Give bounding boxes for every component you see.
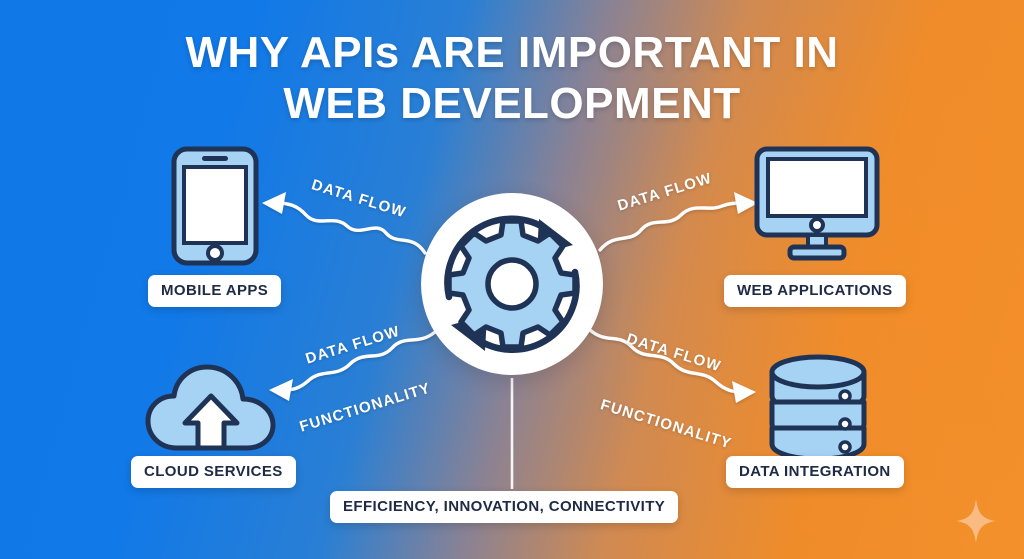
page-title: WHY APIs ARE IMPORTANT IN WEB DEVELOPMEN… — [0, 28, 1024, 129]
node-label-data-integration: DATA INTEGRATION — [726, 456, 904, 488]
flow-path-bottom-right — [588, 328, 744, 394]
flow-path-bottom-left — [281, 330, 437, 392]
four-point-star-icon — [956, 499, 996, 543]
page-title-line-2: WEB DEVELOPMENT — [283, 78, 741, 128]
gear-refresh-cycle-icon — [444, 215, 580, 353]
page-title-line-1: WHY APIs ARE IMPORTANT IN — [185, 28, 839, 77]
database-icon — [769, 354, 867, 462]
arrowhead-cloud — [269, 379, 293, 401]
node-label-mobile-apps: MOBILE APPS — [148, 275, 282, 307]
flow-path-top-right — [598, 201, 746, 252]
desktop-monitor-icon — [754, 146, 880, 261]
arrowhead-monitor — [734, 192, 758, 214]
central-api-hub — [421, 193, 603, 375]
smartphone-icon — [171, 146, 259, 266]
benefits-label: EFFICIENCY, INNOVATION, CONNECTIVITY — [330, 491, 679, 523]
cloud-upload-icon — [145, 364, 276, 451]
arrowhead-database — [732, 381, 756, 403]
node-label-web-applications: WEB APPLICATIONS — [724, 275, 906, 307]
gear-center-hole — [485, 257, 539, 311]
flow-path-top-left — [274, 201, 427, 255]
arrowhead-mobile — [262, 192, 286, 214]
node-label-cloud-services: CLOUD SERVICES — [131, 456, 296, 488]
